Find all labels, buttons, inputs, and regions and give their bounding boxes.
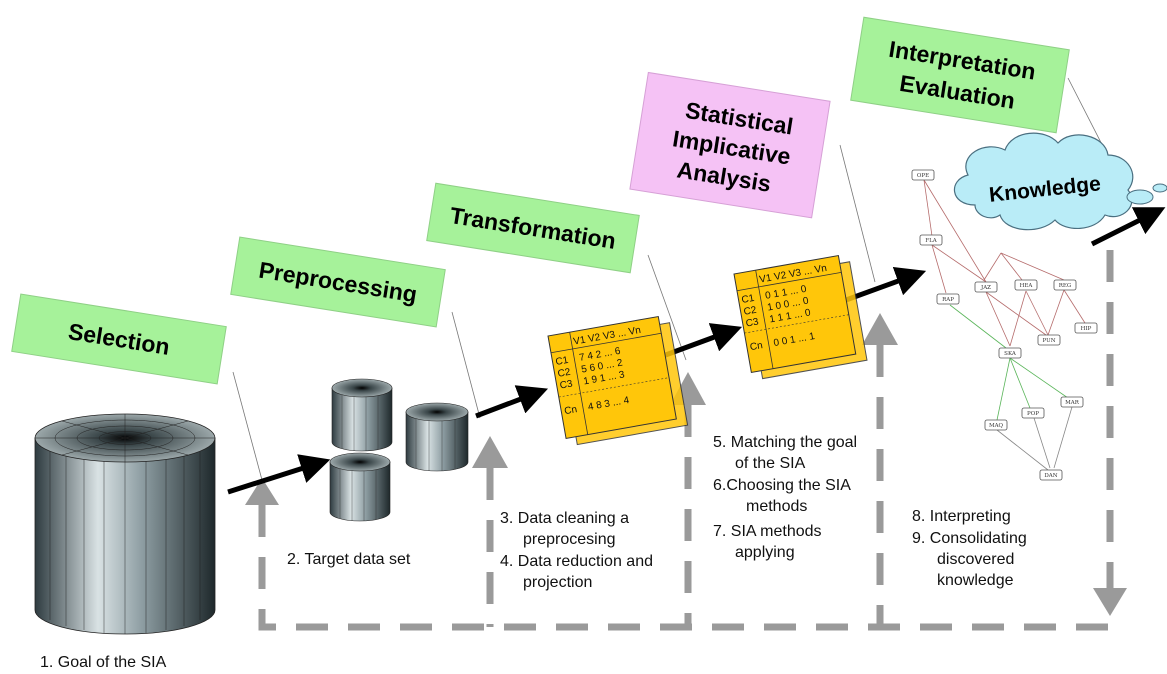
feedback-loop: [245, 250, 1127, 631]
step-1-label: 1. Goal of the SIA: [40, 654, 167, 671]
step-8-label: 8. Interpreting: [912, 508, 1011, 525]
graph-node: RAP: [942, 297, 954, 303]
up-arrow-4: [862, 313, 898, 345]
data-table-binary: V1 V2 V3 ... Vn C1 0 1 1 ... 0 C2 1 0 0 …: [733, 255, 868, 380]
table1-row-label: C1: [555, 355, 570, 368]
graph-node: REG: [1059, 283, 1072, 289]
graph-node: FLA: [925, 238, 937, 244]
graph-node: HIP: [1081, 326, 1092, 332]
graph-node: DAN: [1044, 473, 1057, 479]
small-cylinder-3: [405, 402, 469, 472]
graph-node: HEA: [1020, 283, 1034, 289]
flow-arrow-1: [227, 454, 331, 495]
flow-arrow-5: [1090, 207, 1166, 247]
down-arrow-5: [1093, 588, 1127, 616]
step-6-label-cont: methods: [746, 498, 807, 515]
step-7-label: 7. SIA methods: [713, 523, 822, 540]
target-datasets: [329, 378, 469, 522]
table1-row-label: Cn: [563, 404, 578, 417]
data-table-raw: V1 V2 V3 ... Vn C1 7 4 2 ... 6 C2 5 6 0 …: [547, 315, 689, 446]
step-9-label-cont: discovered: [937, 551, 1014, 568]
graph-node: PUN: [1042, 338, 1055, 344]
step-9-label: 9. Consolidating: [912, 530, 1027, 547]
graph-node: OPE: [917, 173, 929, 179]
step-5-label-cont: of the SIA: [735, 455, 806, 472]
database-cylinder: [34, 413, 216, 635]
stage-transformation: Transformation: [426, 182, 640, 274]
up-arrow-2: [472, 436, 508, 468]
flow-arrow-4: [845, 267, 927, 303]
knowledge-cloud: Knowledge: [953, 132, 1167, 231]
stage-selection: Selection: [11, 293, 227, 385]
table1-row-label: C3: [559, 378, 574, 391]
step-labels: 1. Goal of the SIA 2. Target data set 3.…: [40, 434, 1027, 671]
graph-node: SKA: [1004, 351, 1017, 357]
table1-row-label: C2: [557, 367, 572, 380]
step-4-label: 4. Data reduction and: [500, 553, 653, 570]
step-5-label: 5. Matching the goal: [713, 434, 857, 451]
table2-row-label: C3: [745, 316, 760, 329]
table2-row-label: C2: [743, 305, 758, 318]
cloud-shape: [953, 132, 1134, 231]
step-3-label: 3. Data cleaning a: [500, 510, 629, 527]
graph-node: MAR: [1065, 400, 1080, 406]
stage-interpretation: Interpretation Evaluation: [850, 16, 1070, 134]
table2-row-label: Cn: [749, 340, 764, 353]
up-arrow-1: [245, 478, 279, 505]
step-7-label-cont: applying: [735, 544, 795, 561]
flow-arrow-2: [475, 385, 549, 419]
stage-preprocessing: Preprocessing: [230, 236, 446, 328]
small-cylinder-1: [331, 378, 393, 452]
step-2-label: 2. Target data set: [287, 551, 411, 568]
graph-node: JAZ: [980, 285, 991, 291]
step-4-label-cont: projection: [523, 574, 592, 591]
stage-sia: Statistical Implicative Analysis: [629, 71, 831, 219]
small-cylinder-2: [329, 452, 391, 522]
step-6-label: 6.Choosing the SIA: [713, 477, 851, 494]
step-9-label-cont2: knowledge: [937, 572, 1014, 589]
table2-row-label: C1: [741, 293, 756, 306]
graph-node: MAQ: [989, 423, 1004, 429]
graph-node: POP: [1027, 411, 1039, 417]
step-3-label-cont: preprocesing: [523, 531, 616, 548]
implicative-graph: OPE FLA RAP JAZ HEA REG PUN HIP SKA MAQ …: [911, 169, 1098, 481]
